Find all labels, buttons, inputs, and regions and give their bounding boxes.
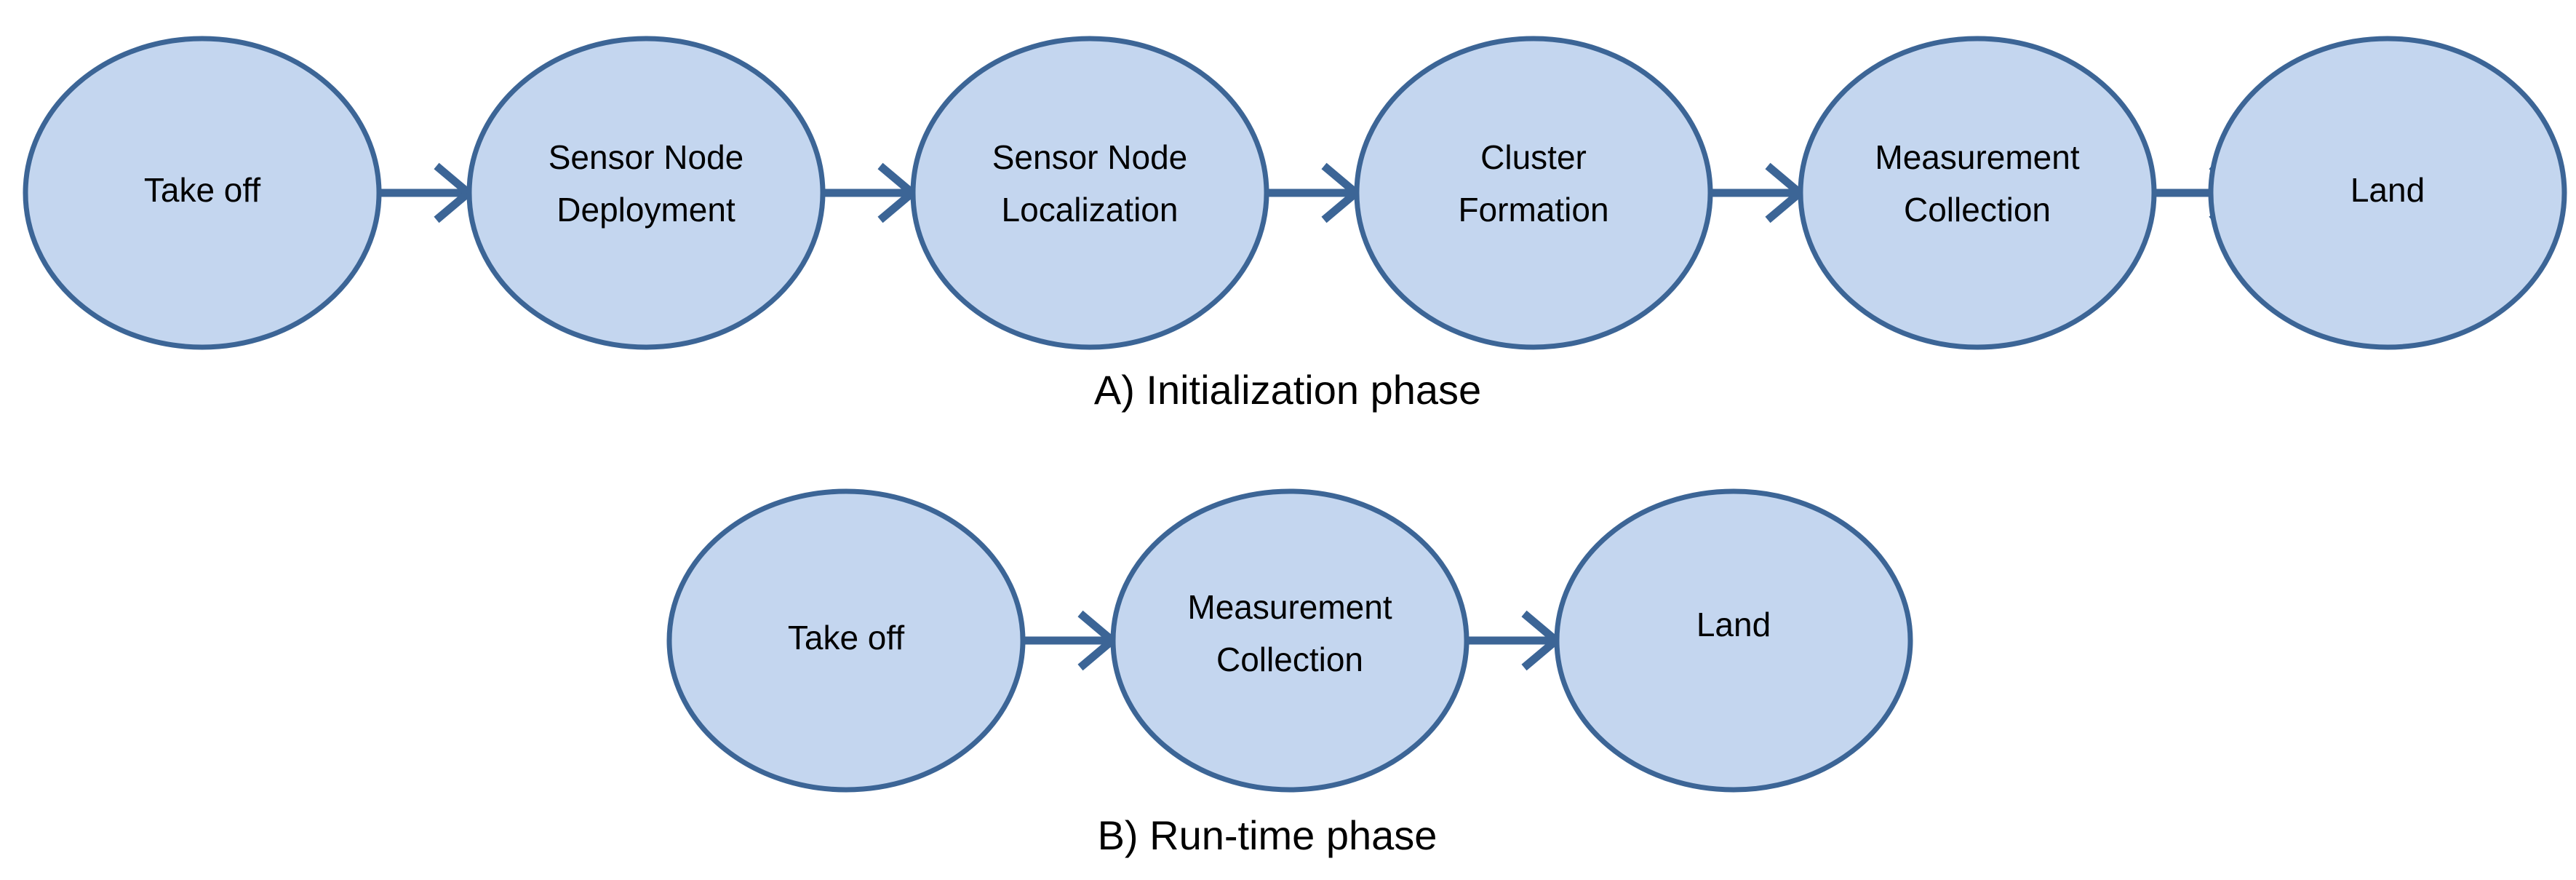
- node-phase-b-land[interactable]: Land: [1554, 488, 1913, 793]
- flow-arrow-a-4: [1710, 162, 1806, 223]
- flow-arrow-b-2: [1467, 610, 1563, 671]
- node-ellipse-shape: [1554, 488, 1913, 793]
- flow-arrow-b-1: [1023, 610, 1119, 671]
- node-label-line2: Formation: [1458, 191, 1608, 229]
- node-label-line1: Sensor Node: [549, 138, 744, 176]
- node-label-line1: Take off: [788, 619, 904, 657]
- node-label-line1: Take off: [144, 171, 260, 209]
- node-phase-a-take-off[interactable]: Take off: [23, 36, 382, 350]
- node-label-line2: Localization: [1002, 191, 1179, 229]
- node-label-line1: Measurement: [1187, 588, 1392, 626]
- node-phase-a-land[interactable]: Land: [2208, 36, 2567, 350]
- node-phase-b-measurement-collection[interactable]: Measurement Collection: [1110, 488, 1470, 793]
- node-label-line1: Measurement: [1875, 138, 2079, 176]
- flow-arrow-a-2: [823, 162, 919, 223]
- node-phase-a-sensor-node-localization[interactable]: Sensor Node Localization: [910, 36, 1269, 350]
- flow-arrow-a-3: [1267, 162, 1363, 223]
- node-label-line2: Collection: [1216, 641, 1363, 678]
- node-label-line1: Land: [2350, 171, 2425, 209]
- flow-arrow-a-1: [379, 162, 475, 223]
- node-phase-a-cluster-formation[interactable]: Cluster Formation: [1354, 36, 1713, 350]
- node-phase-a-measurement-collection[interactable]: Measurement Collection: [1798, 36, 2157, 350]
- phase-b-row: Take off Measurement Collection La: [666, 488, 1913, 793]
- node-phase-a-sensor-node-deployment[interactable]: Sensor Node Deployment: [466, 36, 826, 350]
- node-phase-b-take-off[interactable]: Take off: [666, 488, 1026, 793]
- phase-a-caption: A) Initialization phase: [1094, 367, 1481, 413]
- node-label-line2: Collection: [1904, 191, 2051, 229]
- node-label-line1: Cluster: [1480, 138, 1587, 176]
- node-ellipse-shape: [2208, 36, 2567, 350]
- phase-b-caption: B) Run-time phase: [1098, 812, 1437, 858]
- phase-a-row: Take off Sensor Node Deployment Se: [23, 36, 2567, 350]
- node-label-line2: Deployment: [557, 191, 735, 229]
- node-label-line1: Sensor Node: [992, 138, 1188, 176]
- node-label-line1: Land: [1696, 606, 1771, 643]
